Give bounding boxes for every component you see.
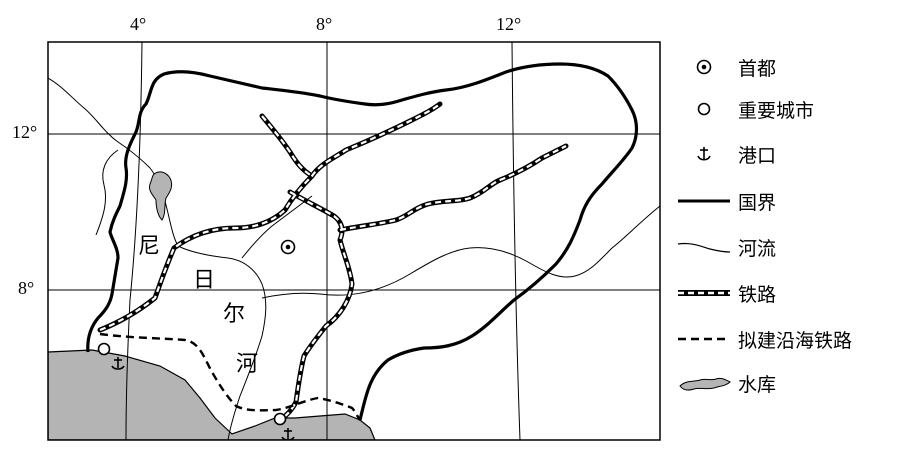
sea-area (48, 349, 376, 440)
legend-item-river: 河流 (676, 232, 776, 262)
longitude-label-12: 12° (496, 14, 522, 34)
latitude-label-12: 12° (12, 122, 38, 142)
legend-label-river: 河流 (738, 237, 777, 260)
border-line-icon (678, 199, 730, 203)
longitude-label-8: 8° (316, 14, 333, 34)
river-name-char-1: 尼 (138, 234, 161, 259)
legend-label-reservoir: 水库 (738, 373, 777, 396)
capital-icon (696, 59, 712, 75)
legend-label-port: 港口 (738, 144, 777, 167)
legend-item-city: 重要城市 (676, 94, 814, 124)
legend-label-capital: 首都 (738, 57, 777, 80)
port-marker-west (111, 357, 125, 370)
legend-label-border: 国界 (738, 191, 777, 214)
map-frame-border (47, 41, 661, 441)
planned-coastal-railway (99, 332, 361, 421)
latitude-label-8: 8° (18, 278, 35, 298)
legend-item-capital: 首都 (676, 52, 776, 82)
port-marker-east (281, 428, 295, 440)
anchor-icon (697, 147, 711, 161)
reservoir-icon (679, 377, 731, 391)
river-name-char-3: 尔 (223, 302, 246, 327)
legend-label-city: 重要城市 (738, 99, 815, 122)
legend-item-planned-railway: 拟建沿海铁路 (676, 324, 852, 354)
legend-item-border: 国界 (676, 186, 776, 216)
river-name-char-4: 河 (236, 352, 259, 377)
legend-label-planned-railway: 拟建沿海铁路 (738, 329, 853, 352)
capital-marker-dot (285, 244, 291, 250)
railway-line-icon (678, 290, 730, 296)
river-line-icon (677, 242, 731, 253)
city-icon (697, 102, 711, 116)
national-border (86, 62, 639, 421)
legend-item-port: 港口 (676, 139, 776, 169)
legend-item-reservoir: 水库 (676, 368, 776, 398)
railways (97, 101, 569, 423)
dashed-line-icon (678, 337, 730, 341)
legend-label-railway: 铁路 (738, 283, 777, 306)
reservoir-area (149, 171, 173, 221)
longitude-label-4: 4° (130, 14, 147, 34)
legend-item-railway: 铁路 (676, 278, 776, 308)
city-marker-harcourt (273, 412, 287, 426)
graticule (48, 42, 660, 440)
city-marker-lagos (97, 342, 111, 356)
river-name-char-2: 日 (193, 268, 216, 293)
